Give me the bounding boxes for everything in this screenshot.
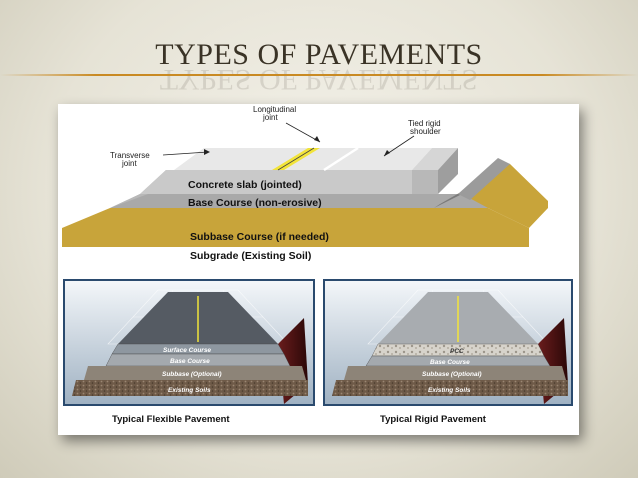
tied-shoulder-front <box>412 170 438 194</box>
subbase-layer <box>62 208 529 247</box>
transverse-joint-arrow <box>162 151 209 156</box>
flexible-surface-label: Surface Course <box>163 347 211 354</box>
concrete-slab-top <box>174 148 432 170</box>
rigid-pavement-panel: PCC Base Course Subbase (Optional) Exist… <box>323 279 573 425</box>
flexible-pavement-panel: Surface Course Base Course Subbase (Opti… <box>63 279 315 425</box>
base-course-layer <box>110 194 488 208</box>
top-cross-section: Concrete slab (jointed) Base Course (non… <box>62 105 548 262</box>
rigid-pcc-label: PCC <box>450 348 464 355</box>
tied-shoulder-top <box>412 148 458 170</box>
tied-shoulder-label-1: Tied rigid <box>408 119 441 128</box>
pavement-figure: Concrete slab (jointed) Base Course (non… <box>58 104 579 435</box>
transverse-joint-label-2: joint <box>121 159 137 168</box>
base-course-label: Base Course (non-erosive) <box>188 197 322 209</box>
longitudinal-joint-arrow <box>285 122 321 143</box>
shoulder-stripe <box>323 146 359 172</box>
rigid-subbase-label: Subbase (Optional) <box>422 371 482 378</box>
flexible-base-label: Base Course <box>170 358 210 365</box>
pavement-diagram: Concrete slab (jointed) Base Course (non… <box>62 105 573 425</box>
rigid-soils-label: Existing Soils <box>428 387 471 394</box>
subbase-course-label: Subbase Course (if needed) <box>190 231 329 243</box>
longitudinal-joint-label-2: joint <box>262 113 278 122</box>
flexible-subbase-label: Subbase (Optional) <box>162 371 222 378</box>
subgrade-label: Subgrade (Existing Soil) <box>190 250 311 262</box>
flexible-caption: Typical Flexible Pavement <box>112 414 230 425</box>
concrete-slab-front <box>140 170 412 194</box>
shoulder-slope <box>458 158 510 200</box>
transverse-joint-label-1: Transverse <box>110 151 150 160</box>
right-embankment <box>434 164 548 228</box>
tied-shoulder-side <box>438 148 458 194</box>
tied-shoulder-label-2: shoulder <box>410 127 441 136</box>
rigid-base-label: Base Course <box>430 359 470 366</box>
title-underline <box>0 74 638 76</box>
slide-title: TYPES OF PAVEMENTS <box>155 38 483 71</box>
rigid-caption: Typical Rigid Pavement <box>380 414 487 425</box>
flexible-soils-label: Existing Soils <box>168 387 211 394</box>
concrete-slab-label: Concrete slab (jointed) <box>188 179 302 191</box>
longitudinal-joint-label-1: Longitudinal <box>253 105 296 114</box>
